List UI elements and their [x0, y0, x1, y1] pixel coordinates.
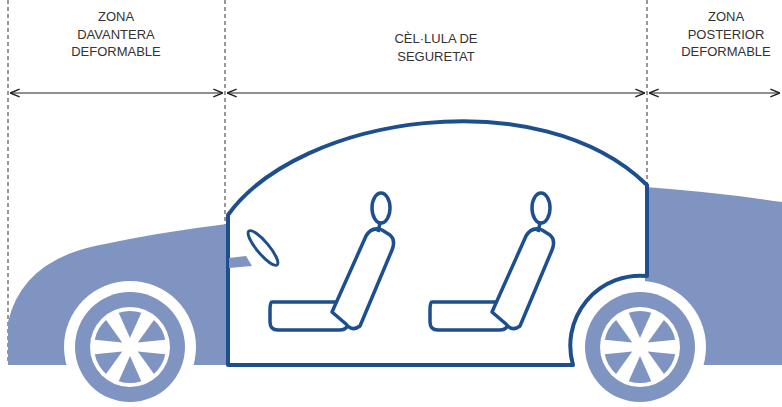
dimension-arrow — [11, 92, 779, 93]
safety-cell — [228, 121, 647, 365]
rear-body — [645, 187, 782, 365]
wheels — [75, 292, 695, 402]
wheel-arch — [64, 281, 196, 407]
steering-wheel — [229, 227, 282, 268]
seat — [270, 193, 554, 330]
zone-label: CÈL·LULA DE SEGURETAT — [378, 30, 494, 65]
wheel-arch — [574, 281, 706, 407]
zone-label: ZONA DAVANTERA DEFORMABLE — [64, 8, 168, 61]
zone-label: ZONA POSTERIOR DEFORMABLE — [674, 8, 778, 61]
wheel — [585, 292, 695, 402]
wheel — [75, 292, 185, 402]
